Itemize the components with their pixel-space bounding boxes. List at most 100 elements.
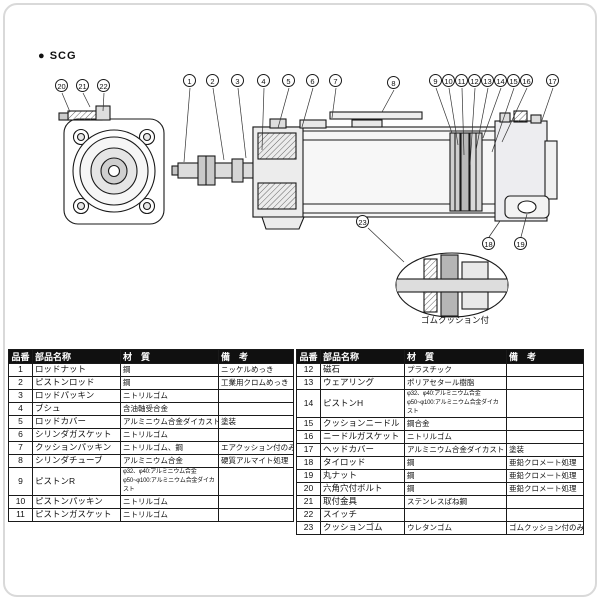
cell-name: ピストンロッド [32,376,121,390]
cell-no: 13 [296,376,321,390]
callout-17: 17 [546,74,559,87]
cell-note: ニッケルめっき [218,363,294,377]
cell-note [218,508,294,522]
callout-16: 16 [520,74,533,87]
callout-12: 12 [468,74,481,87]
cell-note [506,508,584,522]
cell-name: スイッチ [320,508,405,522]
cell-name: クッションパッキン [32,441,121,455]
cell-material: ステンレスばね鋼 [404,495,507,509]
cell-no: 8 [8,454,33,468]
cell-note [506,417,584,431]
cell-note: 亜鉛クロメート処理 [506,482,584,496]
cell-no: 22 [296,508,321,522]
cell-no: 11 [8,508,33,522]
cell-note [506,363,584,377]
cell-material: 鋼 [404,456,507,470]
table-header-row: 品番 部品名称 材 質 備 考 [296,349,584,364]
cell-no: 17 [296,443,321,457]
cell-note: エアクッション付のみ [218,441,294,455]
cell-no: 23 [296,521,321,535]
cell-name: ピストンガスケット [32,508,121,522]
callout-4: 4 [257,74,270,87]
side-section-view [171,110,558,230]
leader-lines [61,87,554,263]
callout-7: 7 [329,74,342,87]
cell-material: ニトリルゴム [120,508,219,522]
cell-note: 硬質アルマイト処理 [218,454,294,468]
cell-no: 4 [8,402,33,416]
cell-name: タイロッド [320,456,405,470]
cell-no: 14 [296,389,321,418]
cell-material: ニトリルゴム [120,389,219,403]
callout-11: 11 [455,74,468,87]
cell-material: アルミニウム合金ダイカスト [120,415,219,429]
cell-note [218,495,294,509]
cylinder-cross-section-drawing [58,87,558,318]
callout-15: 15 [507,74,520,87]
cell-note: ゴムクッション付のみ [506,521,584,535]
cell-name: ロッドパッキン [32,389,121,403]
cell-no: 12 [296,363,321,377]
cell-name: クッションニードル [320,417,405,431]
cell-note [506,495,584,509]
cell-material: アルミニウム合金 [120,454,219,468]
header-part-name: 部品名称 [32,349,121,364]
cell-no: 10 [8,495,33,509]
callout-23: 23 [356,215,369,228]
cell-no: 9 [8,467,33,496]
cell-note [218,389,294,403]
header-part-no: 品番 [296,349,321,364]
cell-no: 7 [8,441,33,455]
cell-name: ロッドカバー [32,415,121,429]
cell-name: 磁石 [320,363,405,377]
cell-no: 2 [8,376,33,390]
cell-material [404,508,507,522]
cell-name: ロッドナット [32,363,121,377]
cell-material: 含油軸受合金 [120,402,219,416]
cell-note [218,428,294,442]
callout-18: 18 [482,237,495,250]
callout-21: 21 [76,79,89,92]
cell-name: クッションゴム [320,521,405,535]
header-material: 材 質 [404,349,507,364]
detail-view-rubber-cushion [395,252,509,318]
cell-note [218,467,294,496]
cell-no: 21 [296,495,321,509]
cell-name: ピストンパッキン [32,495,121,509]
cylinder-diagram: ● SCG [38,50,559,325]
cell-name: 六角穴付ボルト [320,482,405,496]
table-header-row: 品番 部品名称 材 質 備 考 [8,349,294,364]
callout-20: 20 [55,79,68,92]
cell-no: 3 [8,389,33,403]
header-part-name: 部品名称 [320,349,405,364]
cell-material: φ32、φ40:アルミニウム合金 φ50~φ100:アルミニウム合金ダイカスト [404,389,507,418]
cell-material: ポリアセタール樹脂 [404,376,507,390]
cell-material: ニトリルゴム [120,495,219,509]
cell-note: 塗装 [218,415,294,429]
cell-material: アルミニウム合金ダイカスト [404,443,507,457]
callout-22: 22 [97,79,110,92]
cell-note [506,389,584,418]
cell-no: 19 [296,469,321,483]
cell-name: ウェアリング [320,376,405,390]
cell-material: ニトリルゴム、鋼 [120,441,219,455]
cell-no: 15 [296,417,321,431]
callout-10: 10 [442,74,455,87]
